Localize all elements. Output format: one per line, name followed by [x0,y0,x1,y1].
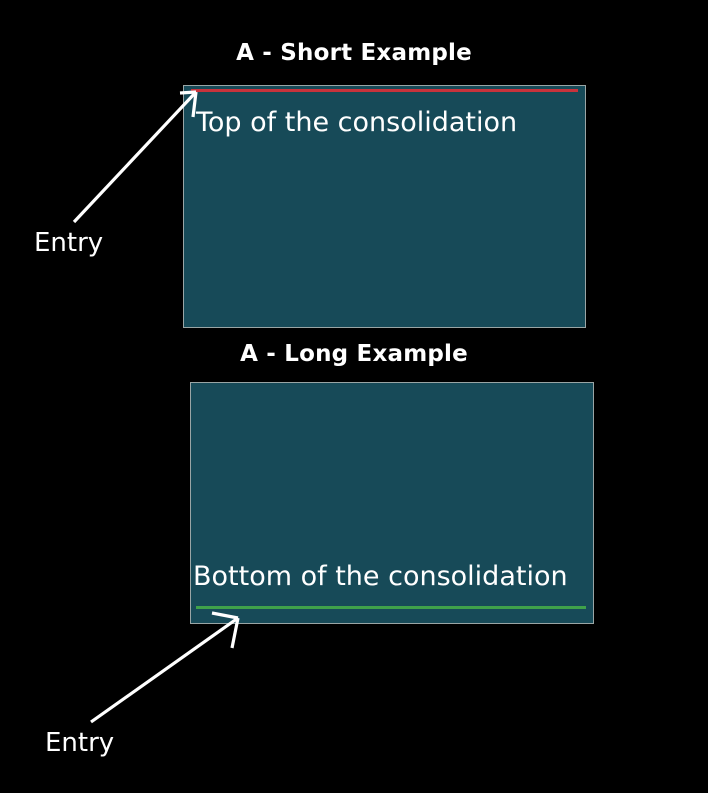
top-of-consolidation-label: Top of the consolidation [196,107,518,138]
entry-label-short: Entry [34,228,104,258]
consolidation-box-short [183,85,586,328]
top-level-line [191,89,578,92]
entry-arrow-long-icon [90,611,240,724]
panel-title-short: A - Short Example [236,40,472,66]
consolidation-box-long [190,382,594,624]
entry-label-long: Entry [45,728,115,758]
bottom-of-consolidation-label: Bottom of the consolidation [193,561,568,592]
bottom-level-line [196,606,586,609]
panel-title-long: A - Long Example [240,341,468,367]
entry-arrow-short-icon [72,90,198,224]
